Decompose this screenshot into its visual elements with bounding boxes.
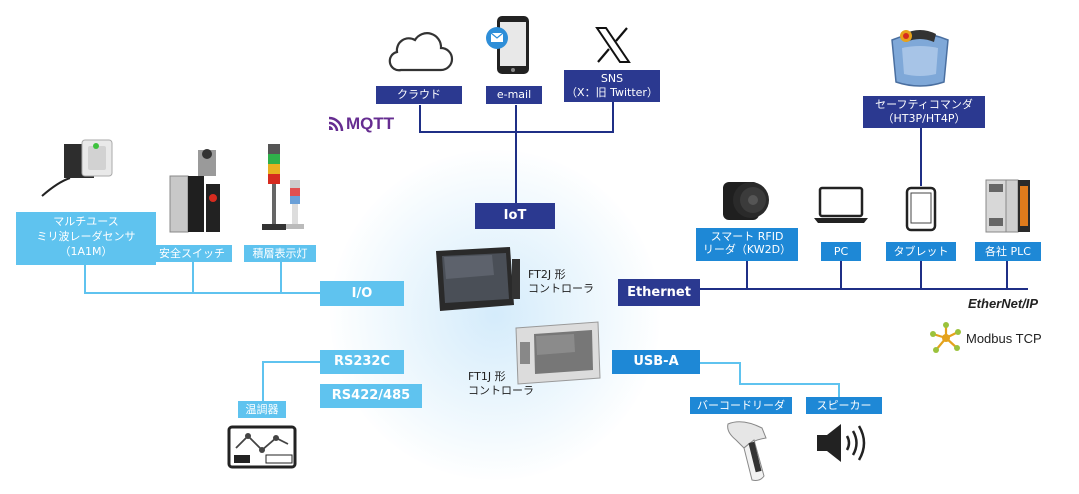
rfid-reader-icon <box>723 182 769 220</box>
usb-line-h2 <box>739 383 839 385</box>
modbus-label: Modbus TCP <box>966 331 1042 346</box>
io-bus-line <box>84 292 320 294</box>
speaker-label: スピーカー <box>806 397 882 414</box>
rs232c-hub: RS232C <box>320 350 404 374</box>
ethernet-bus-line <box>700 288 1028 290</box>
cloud-icon <box>388 32 454 72</box>
speaker-icon <box>817 424 866 462</box>
usb-drop-speaker <box>838 383 840 397</box>
ft2j-label: FT2J 形 コントローラ <box>528 268 594 295</box>
pc-label: PC <box>821 242 861 261</box>
cloud-drop-line <box>419 105 421 132</box>
radar-sensor-icon <box>41 139 113 197</box>
iot-horizontal-line <box>419 131 614 133</box>
ethernet-hub: Ethernet <box>618 279 700 306</box>
ft1j-controller-image <box>515 321 601 385</box>
laptop-icon <box>814 186 868 223</box>
usb-line-h1 <box>700 362 740 364</box>
safety-switch-icon <box>169 149 220 233</box>
ethernetip-logo: EtherNet/IP <box>968 296 1039 311</box>
eth-drop-rfid <box>746 261 748 289</box>
eth-drop-pc <box>840 261 842 289</box>
mqtt-logo: MQTT <box>328 114 408 134</box>
radar-sensor-label: マルチユース ミリ波レーダセンサ （1A1M） <box>16 212 156 265</box>
rfid-label: スマート RFID リーダ（KW2D） <box>696 228 798 261</box>
usba-hub: USB-A <box>612 350 700 374</box>
safety-commander-label: セーフティコマンダ （HT3P/HT4P） <box>863 96 985 128</box>
mqtt-text: MQTT <box>346 114 395 133</box>
iot-vertical-line <box>515 105 517 203</box>
center-glow <box>330 150 660 480</box>
cloud-label: クラウド <box>376 86 462 104</box>
io-hub: I/O <box>320 281 404 306</box>
temperature-controller-icon <box>227 425 297 469</box>
x-logo-icon <box>595 27 631 63</box>
eth-drop-plc <box>1006 261 1008 289</box>
ft2j-controller-image <box>436 247 520 311</box>
serial-line-v <box>262 361 264 401</box>
safety-commander-line <box>920 128 922 186</box>
eth-drop-tablet <box>920 261 922 289</box>
safety-commander-icon <box>891 30 949 87</box>
ft1j-label: FT1J 形 コントローラ <box>468 370 534 397</box>
iot-hub: IoT <box>475 203 555 229</box>
signal-tower-icon <box>262 144 304 230</box>
plc-label: 各社 PLC <box>975 242 1041 261</box>
barcode-reader-label: バーコードリーダ <box>690 397 792 414</box>
mqtt-signal-icon <box>328 116 344 132</box>
sns-label: SNS （X：旧 Twitter） <box>564 70 660 102</box>
email-label: e-mail <box>486 86 542 104</box>
plc-icon <box>985 179 1030 233</box>
io-drop-tower <box>280 262 282 294</box>
tablet-icon <box>905 186 937 232</box>
rs422-hub: RS422/485 <box>320 384 422 408</box>
tablet-label: タブレット <box>886 242 956 261</box>
io-drop-switch <box>192 262 194 294</box>
safety-switch-label: 安全スイッチ <box>152 245 232 262</box>
temp-controller-label: 温調器 <box>238 401 286 418</box>
signal-tower-label: 積層表示灯 <box>244 245 316 262</box>
serial-line-h <box>262 361 320 363</box>
smartphone-mail-icon <box>486 16 529 74</box>
sns-drop-line <box>612 102 614 132</box>
modbus-logo-icon <box>930 322 961 353</box>
io-drop-radar <box>84 265 86 294</box>
barcode-scanner-icon <box>727 421 767 481</box>
usb-line-v <box>739 362 741 384</box>
